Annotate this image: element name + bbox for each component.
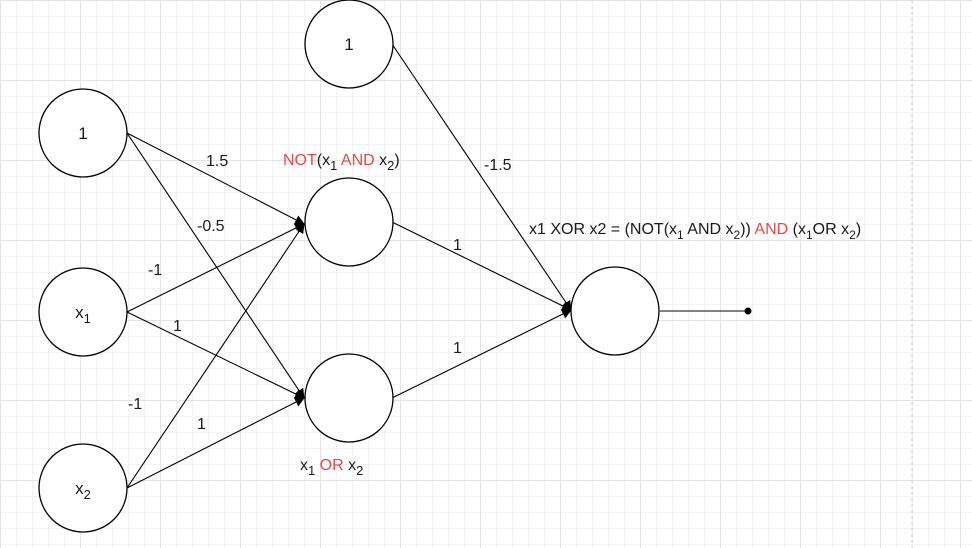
node-circle [304, 0, 394, 89]
node-x2: x2 [38, 443, 128, 533]
input-edges [126, 132, 305, 489]
node-circle [38, 443, 128, 533]
node-label-bias-hidden: 1 [344, 35, 353, 54]
weight-x1-nand: -1 [148, 262, 162, 279]
edge-x2-to-or [126, 397, 305, 489]
edge-x1-to-nand [126, 223, 305, 313]
weight-bias2-out: -1.5 [484, 157, 512, 174]
weight-labels: 1.5 -0.5 -1 1 -1 1 -1.5 1 1 [128, 153, 512, 433]
node-x1: x1 [38, 267, 128, 357]
node-circle [38, 88, 128, 178]
node-bias-input: 1 [38, 88, 128, 178]
weight-x1-or: 1 [173, 318, 182, 335]
label-xor-formula: x1 XOR x2 = (NOT(x1 AND x2)) AND (x1OR x… [529, 221, 861, 242]
weight-x2-nand: -1 [128, 396, 142, 413]
node-circle [38, 267, 128, 357]
weight-nand-out: 1 [453, 237, 462, 254]
weight-bias-nand: 1.5 [206, 153, 228, 170]
label-nand: NOT(x1 AND x2) [283, 152, 400, 173]
edge-or-to-output [391, 309, 572, 399]
weight-bias-or: -0.5 [197, 218, 225, 235]
node-label-x2: x2 [75, 479, 91, 502]
node-nand [304, 177, 394, 267]
node-bias-hidden: 1 [304, 0, 394, 89]
label-or: x1 OR x2 [300, 457, 363, 478]
node-label-x1: x1 [75, 303, 91, 326]
node-output [570, 266, 660, 356]
edge-bias2-to-output [391, 43, 572, 311]
output-terminal-dot [744, 307, 752, 315]
edge-nand-to-output [391, 221, 572, 311]
weight-x2-or: 1 [197, 416, 206, 433]
node-or [304, 353, 394, 443]
output-edges [391, 43, 752, 399]
node-label-bias: 1 [78, 124, 87, 143]
weight-or-out: 1 [453, 340, 462, 357]
edge-bias-to-or [126, 132, 305, 399]
edge-x2-to-nand [126, 223, 305, 489]
edge-x1-to-or [126, 311, 305, 399]
edge-bias-to-nand [126, 132, 305, 225]
